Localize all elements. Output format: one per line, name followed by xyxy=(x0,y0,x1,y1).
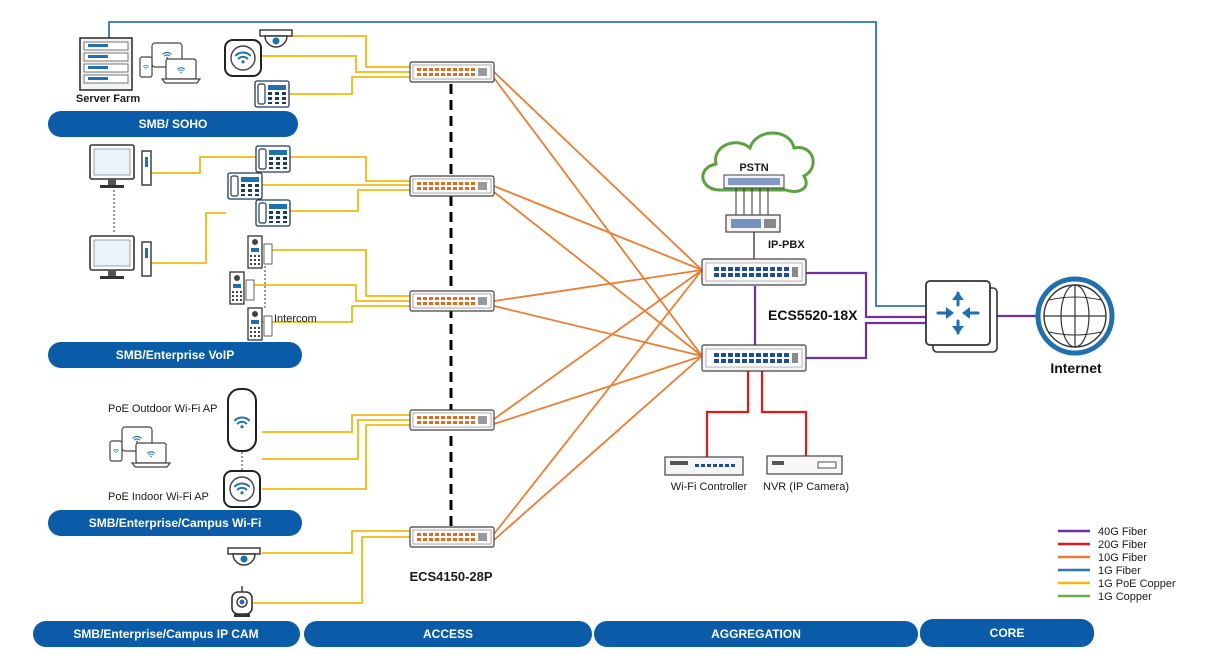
legend-label: 1G PoE Copper xyxy=(1098,578,1176,590)
section-voip: SMB/Enterprise VoIP xyxy=(48,342,302,368)
wifi-ap-icon xyxy=(225,40,261,76)
ip-dome-camera-icon xyxy=(227,547,261,566)
section-smb-soho: SMB/ SOHO xyxy=(48,111,298,137)
server-farm-label: Server Farm xyxy=(76,93,140,105)
legend-item: 1G Copper xyxy=(1058,591,1152,603)
ip-phone-icon-3 xyxy=(255,199,291,227)
section-wifi: SMB/Enterprise/Campus Wi-Fi xyxy=(48,510,302,536)
fiber-20g-links xyxy=(705,371,808,458)
section-ipcam-label: SMB/Enterprise/Campus IP CAM xyxy=(73,627,258,641)
layer-core-label: CORE xyxy=(990,626,1025,640)
legend-item: 1G Fiber xyxy=(1058,565,1141,577)
pstn-switch-icon xyxy=(723,174,785,189)
intercom-icon-3 xyxy=(247,307,273,341)
legend-label: 20G Fiber xyxy=(1098,539,1147,551)
section-ipcam: SMB/Enterprise/Campus IP CAM xyxy=(33,621,300,647)
dome-camera-icon xyxy=(259,29,293,48)
legend-label: 10G Fiber xyxy=(1098,552,1147,564)
ip-cube-camera-icon xyxy=(231,586,253,617)
legend-item: 1G PoE Copper xyxy=(1058,578,1176,590)
intercom-icon-1 xyxy=(247,235,273,269)
aggregation-switch-label: ECS5520-18X xyxy=(768,307,858,323)
intercom-icon-2 xyxy=(229,271,255,305)
access-switch-4 xyxy=(409,409,495,431)
access-switch-3 xyxy=(409,290,495,312)
nvr-label: NVR (IP Camera) xyxy=(763,481,849,493)
mobile-devices-icon xyxy=(140,43,200,83)
aggregation-switch-2 xyxy=(701,344,807,372)
legend-label: 1G Fiber xyxy=(1098,565,1141,577)
indoor-ap-icon xyxy=(224,471,260,507)
layer-access: ACCESS xyxy=(304,621,592,647)
ip-pbx-icon xyxy=(725,214,781,233)
access-switch-1 xyxy=(409,61,495,83)
ip-phone-icon-1 xyxy=(255,145,291,173)
poe-indoor-ap-label: PoE Indoor Wi-Fi AP xyxy=(108,491,209,503)
wifi-devices-icon xyxy=(110,427,170,467)
poe-outdoor-ap-label: PoE Outdoor Wi-Fi AP xyxy=(108,403,217,415)
aggregation-switch-1 xyxy=(701,258,807,286)
fiber-1g-server-to-core xyxy=(108,21,926,307)
section-smb-soho-label: SMB/ SOHO xyxy=(139,117,208,131)
layer-core: CORE xyxy=(920,619,1094,647)
access-switch-5 xyxy=(409,526,495,548)
pstn-trunk-lines xyxy=(735,188,769,215)
layer-access-label: ACCESS xyxy=(423,627,473,641)
ip-phone-icon-2 xyxy=(227,172,263,200)
access-switch-label: ECS4150-28P xyxy=(409,569,492,584)
core-router-icon xyxy=(925,280,998,353)
ip-phone-icon xyxy=(254,80,290,108)
wifi-controller-label: Wi-Fi Controller xyxy=(671,481,748,493)
nvr-icon xyxy=(766,455,843,475)
internet-label: Internet xyxy=(1050,360,1102,376)
intercom-label: Intercom xyxy=(274,313,317,325)
legend-item: 10G Fiber xyxy=(1058,552,1147,564)
poe-copper-links xyxy=(150,35,410,604)
legend-item: 20G Fiber xyxy=(1058,539,1147,551)
outdoor-ap-icon xyxy=(227,388,257,452)
pstn-label: PSTN xyxy=(739,162,768,174)
access-switch-2 xyxy=(409,175,495,197)
legend-label: 1G Copper xyxy=(1098,591,1152,603)
legend-item: 40G Fiber xyxy=(1058,526,1147,538)
section-wifi-label: SMB/Enterprise/Campus Wi-Fi xyxy=(89,516,262,530)
pc-icon-1 xyxy=(89,144,152,189)
fiber-10g-links xyxy=(493,71,703,541)
ip-pbx-label: IP-PBX xyxy=(768,239,805,251)
section-voip-label: SMB/Enterprise VoIP xyxy=(116,348,234,362)
server-farm-icon xyxy=(79,37,133,91)
pc-icon-2 xyxy=(89,235,152,280)
legend-label: 40G Fiber xyxy=(1098,526,1147,538)
layer-aggregation-label: AGGREGATION xyxy=(711,627,801,641)
globe-icon xyxy=(1035,276,1115,356)
fiber-40g-links xyxy=(753,271,1040,360)
wifi-controller-icon xyxy=(664,456,744,476)
layer-aggregation: AGGREGATION xyxy=(594,621,918,647)
